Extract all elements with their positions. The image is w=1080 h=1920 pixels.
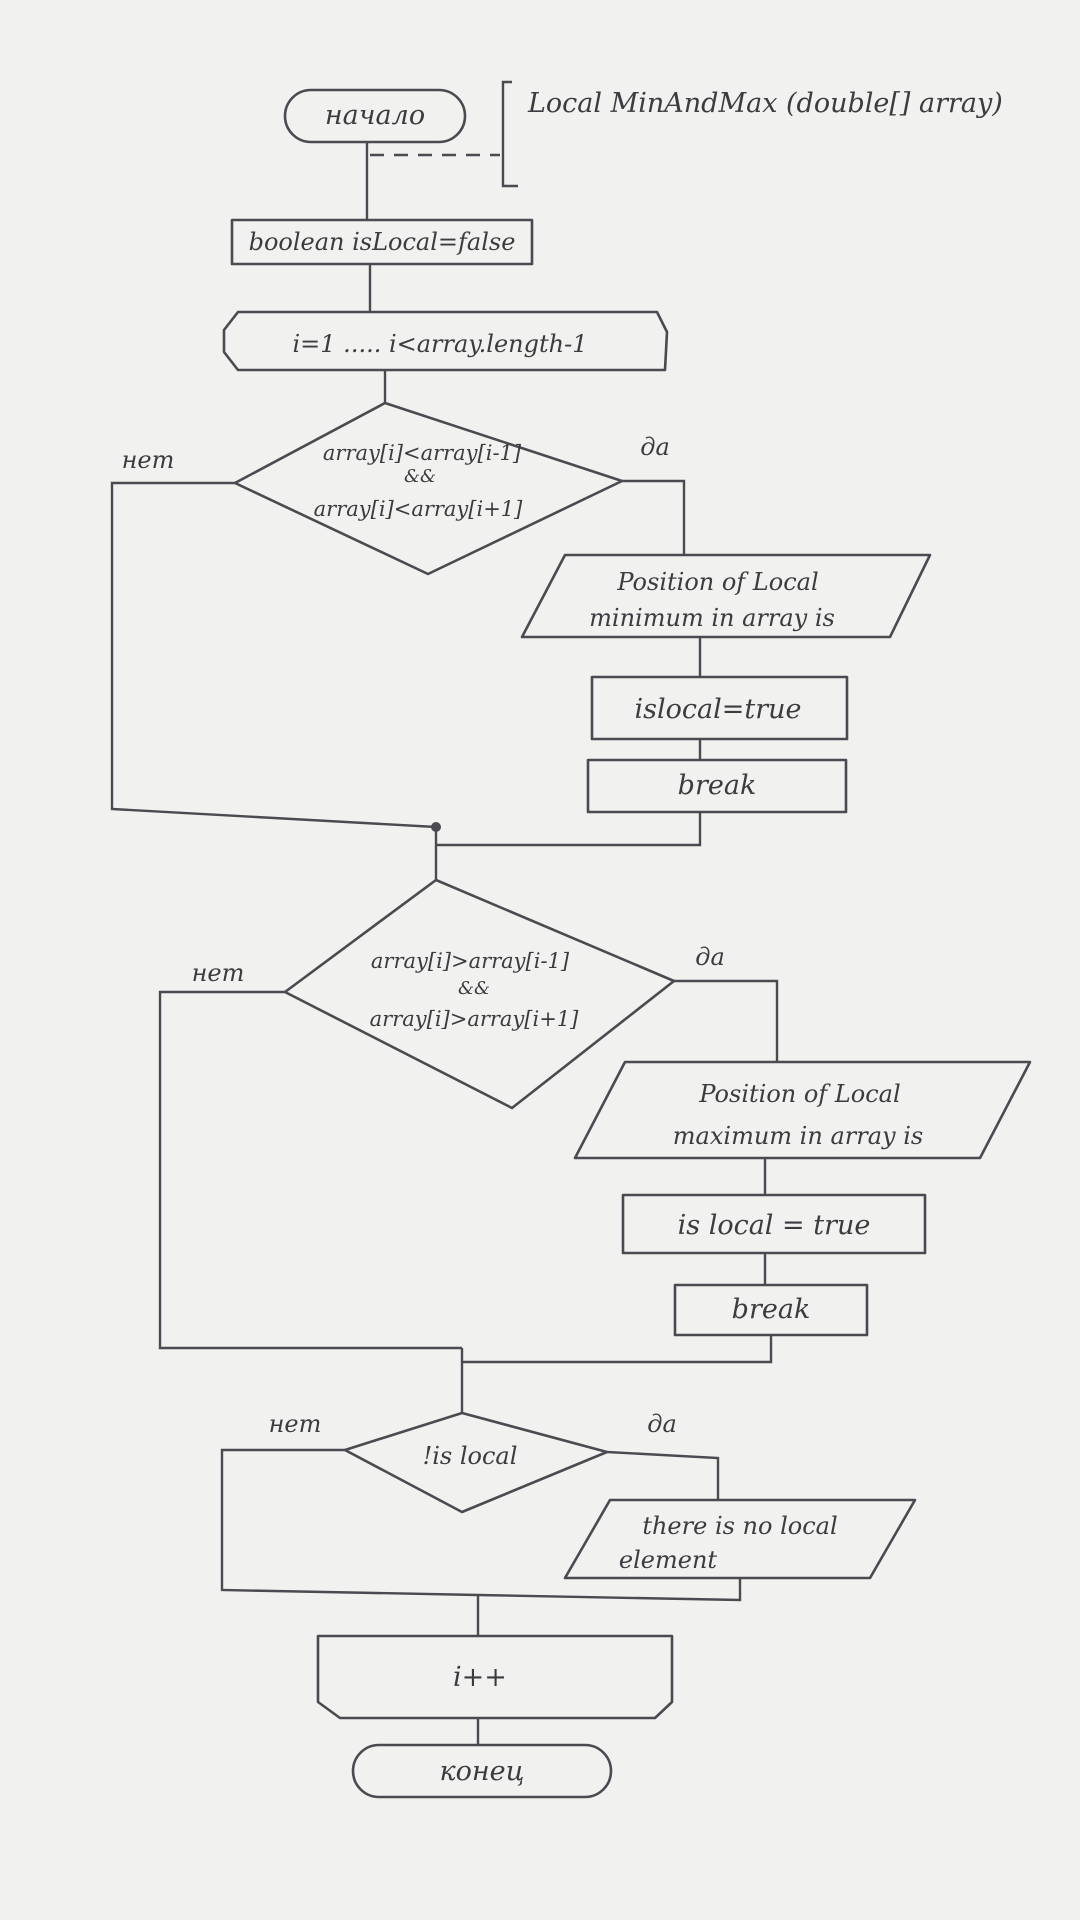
annotation-bracket <box>501 80 518 188</box>
cond-min-diamond <box>233 401 624 576</box>
cond-max-line2: array[i]>array[i+1] <box>370 1007 580 1031</box>
flow-cond-max-no <box>158 990 462 1350</box>
cond-min-line2: array[i]<array[i+1] <box>314 497 524 521</box>
loop-start-hexagon <box>222 310 669 372</box>
cond-min-op: && <box>404 466 436 487</box>
cond-max-yes-label: да <box>695 943 725 971</box>
cond-max-diamond <box>283 878 676 1110</box>
cond-max-no-label: нет <box>192 959 245 987</box>
init-process <box>230 218 534 266</box>
out-min-io <box>520 553 932 639</box>
increment-label: i++ <box>453 1662 507 1693</box>
out-none-io <box>563 1498 917 1580</box>
flow-cond-none-yes <box>606 1450 720 1500</box>
merge-point-min <box>431 822 441 832</box>
set-min-label: islocal=true <box>635 694 802 725</box>
flow-cond-none-no <box>220 1448 479 1597</box>
cond-min-no-label: нет <box>122 446 175 474</box>
flow-merge-max <box>462 1335 773 1364</box>
set-min-process <box>590 675 849 741</box>
break-min-process <box>586 758 848 814</box>
cond-none-yes-label: да <box>647 1410 677 1438</box>
flow-cond-min-yes <box>622 479 686 555</box>
out-max-line1: Position of Local <box>698 1080 900 1108</box>
out-min-line2: minimum in array is <box>589 604 835 632</box>
start-terminal <box>283 88 467 144</box>
out-max-line2: maximum in array is <box>673 1122 923 1150</box>
cond-none-diamond <box>343 1411 609 1514</box>
flow-merge-none <box>477 1578 742 1602</box>
init-label: boolean isLocal=false <box>249 228 516 256</box>
out-none-line1: there is no local <box>642 1512 837 1540</box>
end-label: конец <box>440 1756 525 1787</box>
cond-min-yes-label: да <box>640 433 670 461</box>
end-terminal <box>351 1743 613 1799</box>
flow-cond-min-no <box>110 481 437 829</box>
cond-max-op: && <box>458 978 490 999</box>
annotation-text: Local MinAndMax (double[] array) <box>527 88 1003 119</box>
loop-end-hexagon <box>316 1634 674 1720</box>
break-min-label: break <box>678 770 757 801</box>
break-max-label: break <box>732 1294 811 1325</box>
cond-min-line1: array[i]<array[i-1] <box>323 441 522 465</box>
loop-label: i=1 ..... i<array.length-1 <box>293 330 588 358</box>
set-max-process <box>621 1193 927 1255</box>
set-max-label: is local = true <box>678 1210 871 1241</box>
flow-cond-max-yes <box>674 979 779 1062</box>
out-min-line1: Position of Local <box>616 568 818 596</box>
start-label: начало <box>325 100 425 131</box>
out-none-line2: element <box>619 1546 718 1574</box>
flow-merge-min <box>436 812 702 847</box>
cond-none-no-label: нет <box>269 1410 322 1438</box>
cond-none-label: !is local <box>423 1442 518 1470</box>
out-max-io <box>573 1060 1032 1160</box>
cond-max-line1: array[i]>array[i-1] <box>371 949 570 973</box>
